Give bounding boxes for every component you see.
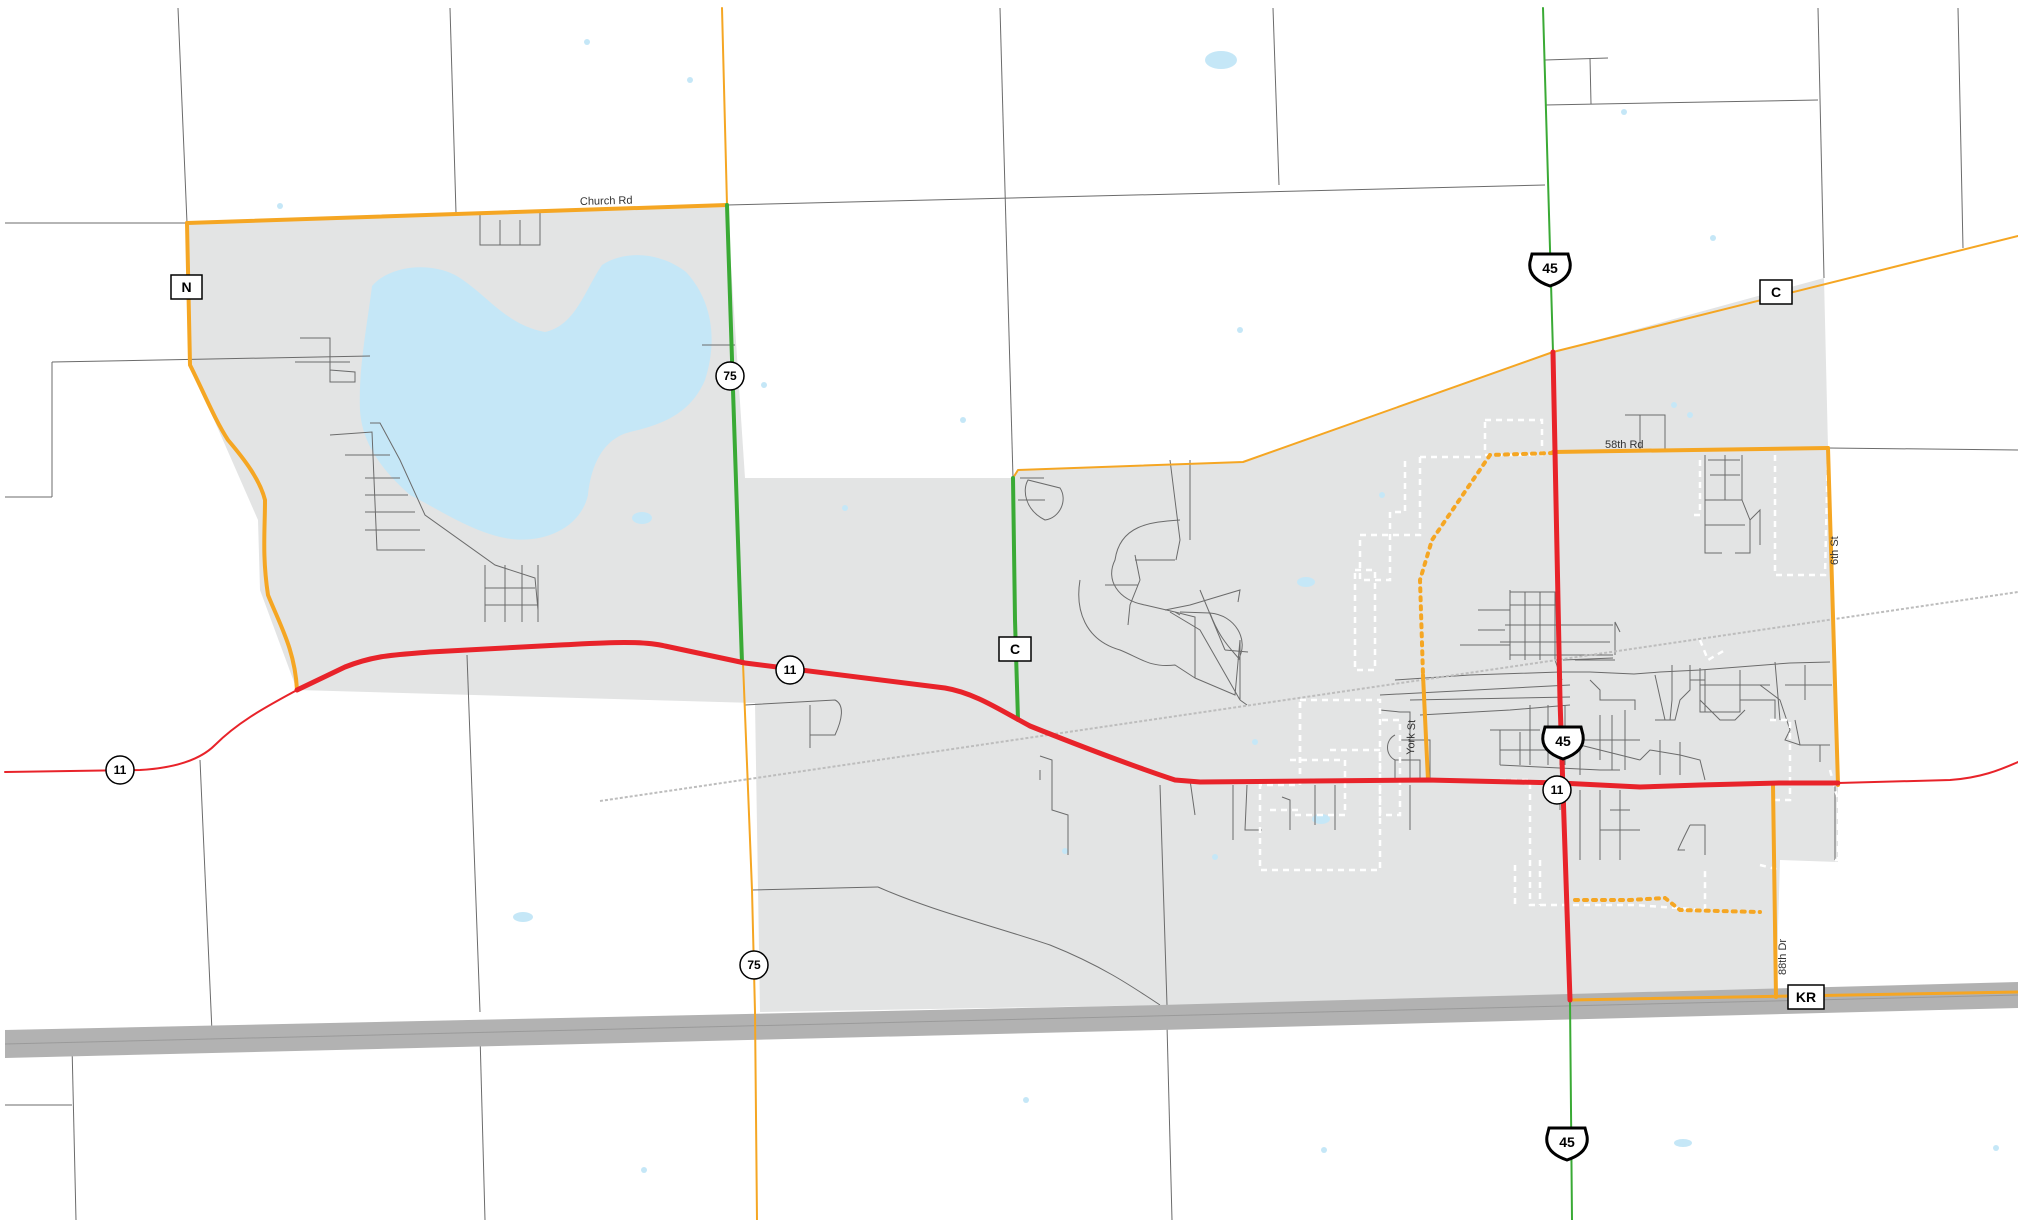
county-shield-n: N bbox=[170, 274, 203, 300]
us-shield-45-north: 45 bbox=[1528, 252, 1572, 288]
county-shield-c-north: C bbox=[1759, 279, 1793, 305]
svg-text:75: 75 bbox=[723, 369, 737, 383]
svg-text:C: C bbox=[1010, 641, 1020, 657]
6th-st-label: 6th St bbox=[1829, 536, 1841, 565]
us-shield-45-mid: 45 bbox=[1541, 725, 1585, 761]
svg-text:11: 11 bbox=[784, 663, 797, 677]
svg-text:N: N bbox=[181, 279, 191, 295]
church-rd-label: Church Rd bbox=[580, 195, 633, 208]
york-st-label: York St bbox=[1405, 720, 1418, 755]
county-highways bbox=[185, 7, 2018, 1220]
ponds bbox=[277, 39, 1999, 1173]
state-shield-11-west: 11 bbox=[105, 755, 135, 785]
state-shield-11-east: 11 bbox=[1542, 775, 1572, 805]
county-shield-kr: KR bbox=[1787, 984, 1825, 1010]
svg-text:11: 11 bbox=[1551, 783, 1564, 797]
railroad bbox=[599, 591, 2018, 802]
svg-text:45: 45 bbox=[1542, 260, 1558, 276]
svg-text:45: 45 bbox=[1559, 1134, 1575, 1150]
state-highways bbox=[4, 349, 2018, 1003]
svg-text:75: 75 bbox=[747, 958, 761, 972]
county-dotted-paths bbox=[1417, 451, 1762, 914]
county-shield-c-west: C bbox=[998, 636, 1032, 662]
svg-text:C: C bbox=[1771, 284, 1781, 300]
state-shield-11-mid: 11 bbox=[775, 655, 805, 685]
88th-dr-label: 88th Dr bbox=[1777, 939, 1789, 975]
lake bbox=[359, 255, 712, 540]
interstate-centerline bbox=[4, 994, 2018, 1045]
svg-text:45: 45 bbox=[1555, 733, 1571, 749]
58th-rd-label: 58th Rd bbox=[1605, 439, 1644, 451]
state-shield-75-north: 75 bbox=[715, 361, 745, 391]
svg-text:11: 11 bbox=[114, 763, 127, 777]
svg-text:KR: KR bbox=[1796, 989, 1816, 1005]
us-shield-45-south: 45 bbox=[1545, 1126, 1589, 1162]
state-shield-75-south: 75 bbox=[739, 950, 769, 980]
minor-roads bbox=[5, 7, 2018, 1220]
